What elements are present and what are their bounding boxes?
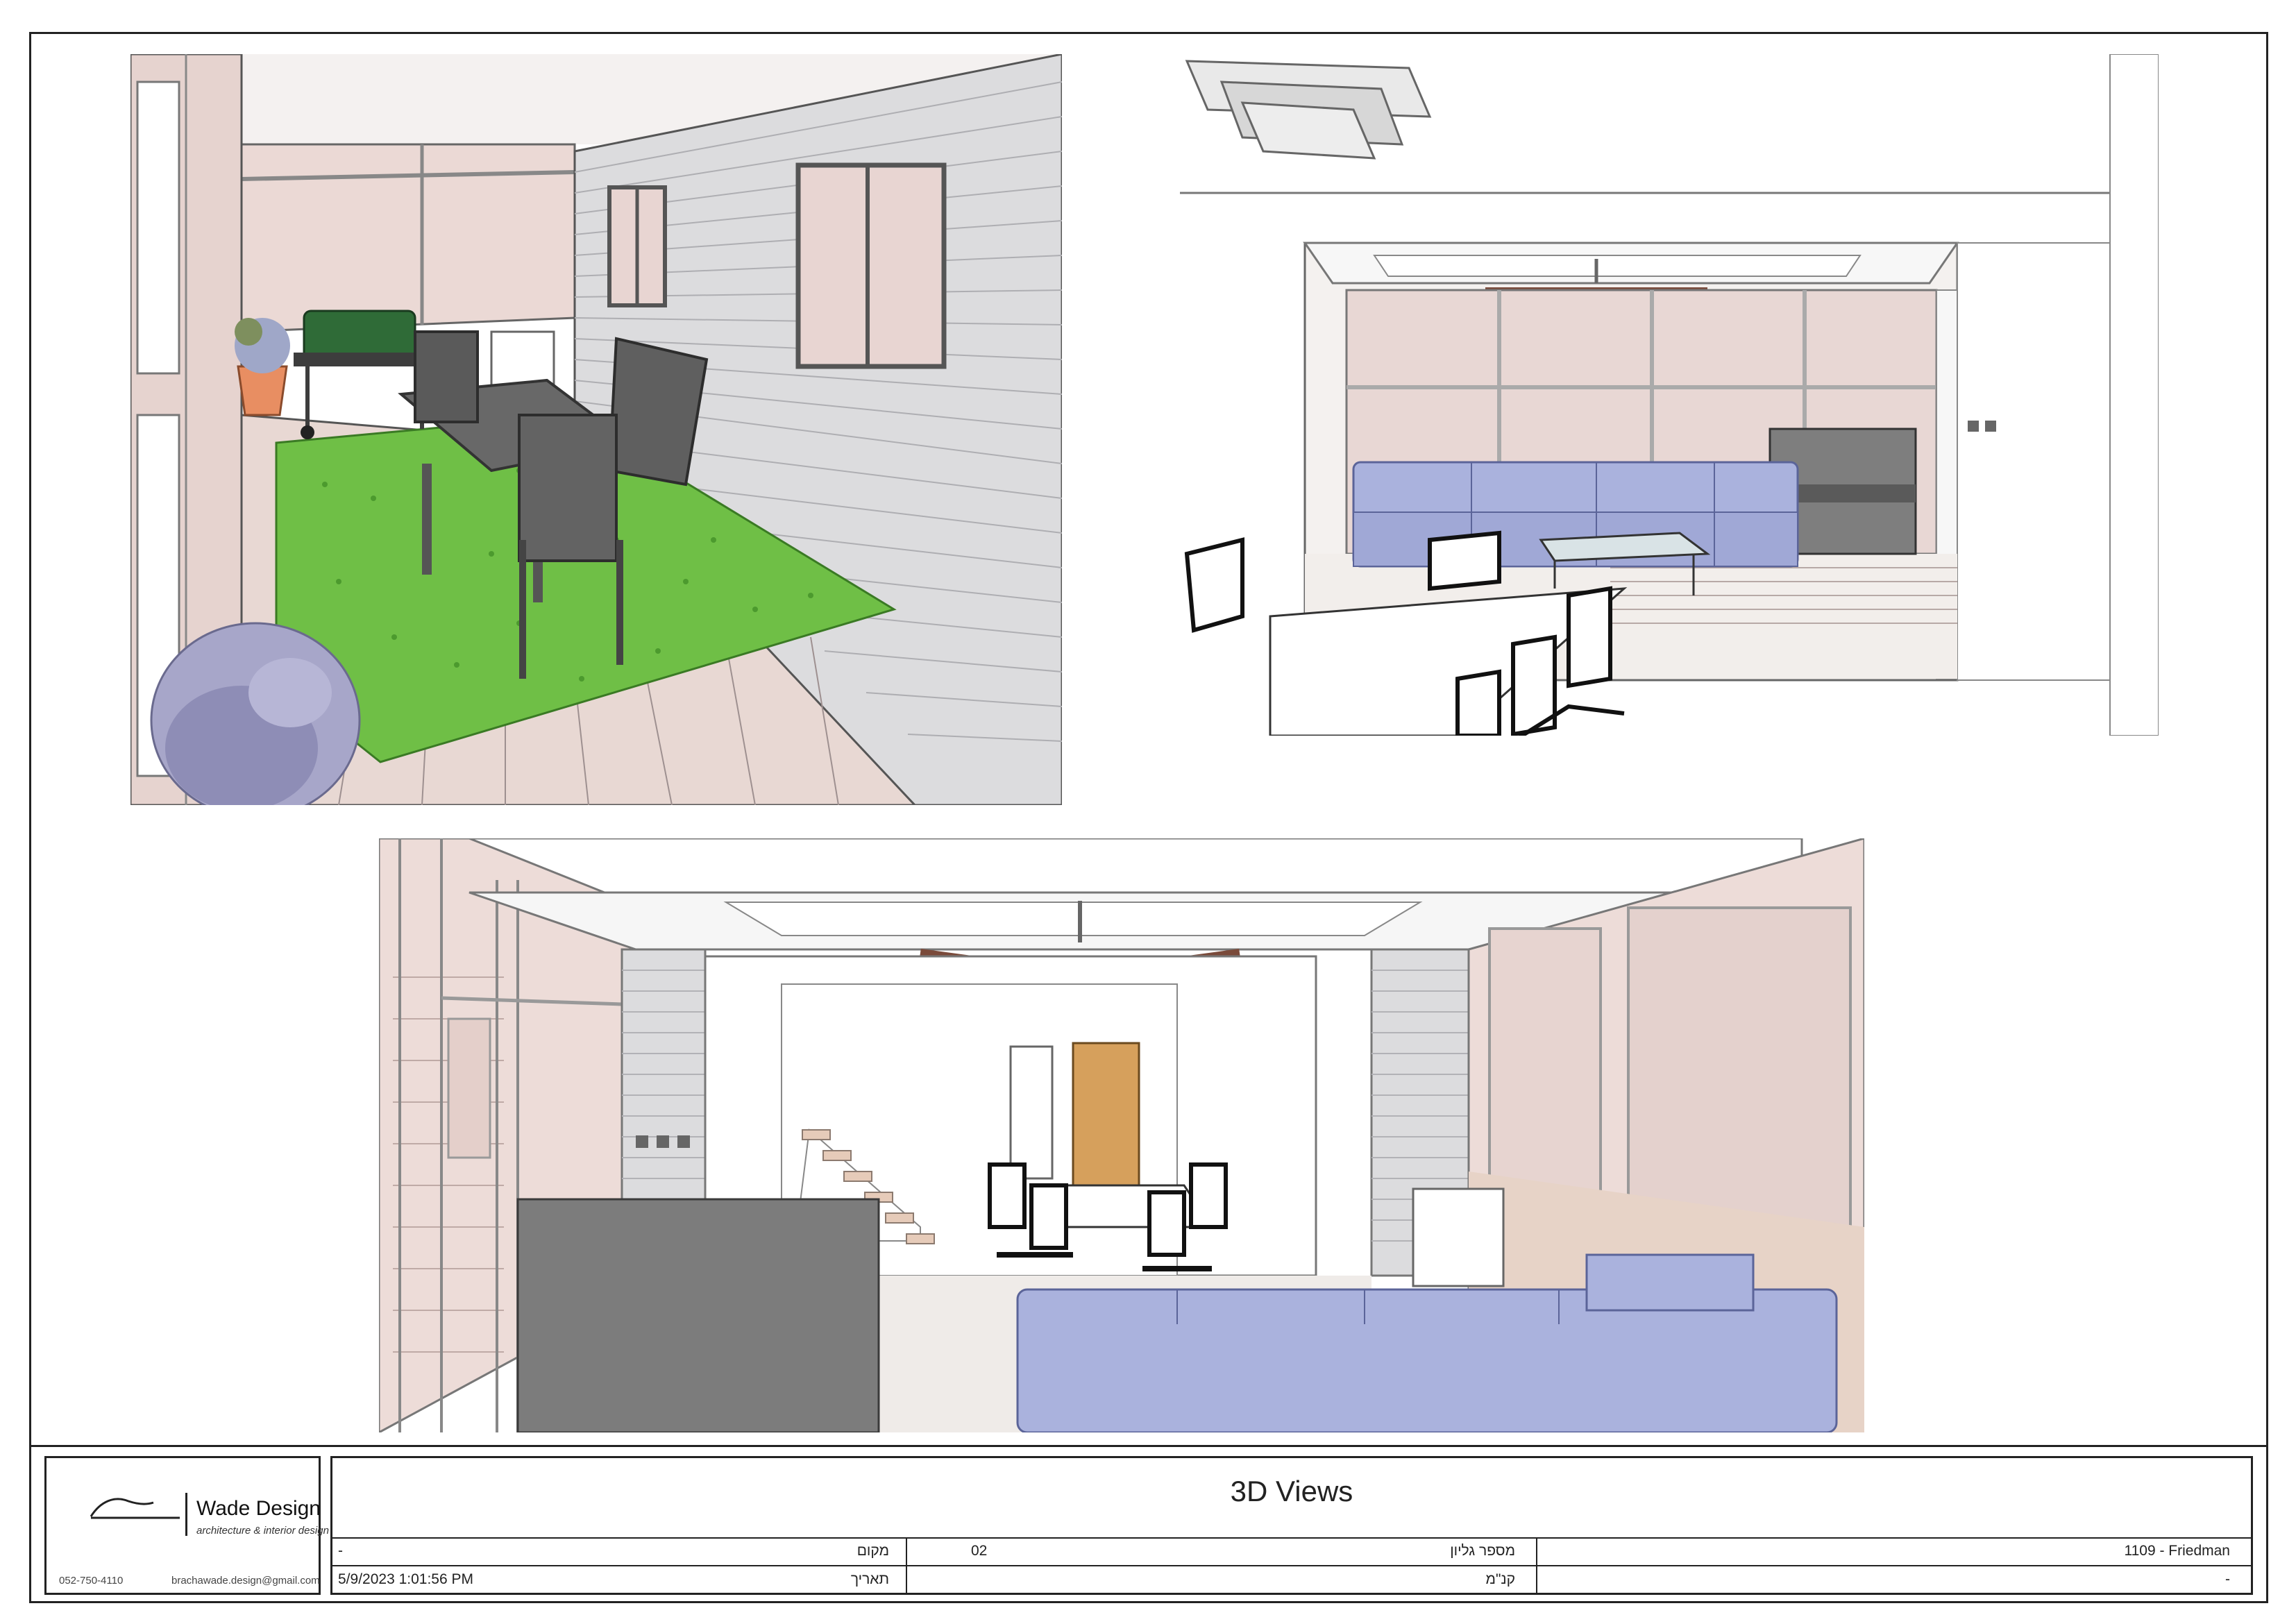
title-block-rule — [332, 1565, 2251, 1566]
firm-name: Wade Design — [196, 1497, 321, 1520]
title-block: 3D Views - מקום 5/9/2023 1:01:56 PM תארי… — [330, 1456, 2253, 1595]
scale-label: קנ"מ — [1485, 1571, 1515, 1587]
living-room-render-icon — [1180, 54, 2159, 736]
date-value: 5/9/2023 1:01:56 PM — [338, 1571, 473, 1587]
date-label: תאריך — [850, 1571, 889, 1587]
title-block-divider — [1536, 1537, 1537, 1595]
sheet-title: 3D Views — [1230, 1475, 1353, 1507]
balcony-render-icon — [130, 54, 1062, 805]
project-name: 1109 - Friedman — [2124, 1543, 2230, 1559]
view-living-room — [1180, 54, 2159, 736]
title-divider — [29, 1445, 2268, 1447]
sheet-border — [29, 32, 2268, 1603]
logo-separator — [185, 1493, 187, 1536]
view-dining-living — [379, 838, 1864, 1432]
firm-email: brachawade.design@gmail.com — [171, 1575, 320, 1587]
project-extra: - — [2225, 1571, 2230, 1587]
roof-logo-icon — [90, 1498, 180, 1519]
firm-phone: 052-750-4110 — [59, 1575, 124, 1587]
firm-tagline: architecture & interior design — [196, 1525, 329, 1537]
dining-living-render-icon — [379, 838, 1864, 1432]
sheet-number-value: 02 — [971, 1543, 988, 1559]
title-block-rule — [332, 1537, 2251, 1539]
view-balcony — [130, 54, 1062, 805]
firm-logo-box: Wade Design architecture & interior desi… — [44, 1456, 329, 1595]
location-value: - — [338, 1543, 343, 1559]
sheet-number-label: מספר גליון — [1450, 1543, 1515, 1559]
title-block-divider — [906, 1537, 907, 1595]
location-label: מקום — [856, 1543, 889, 1559]
